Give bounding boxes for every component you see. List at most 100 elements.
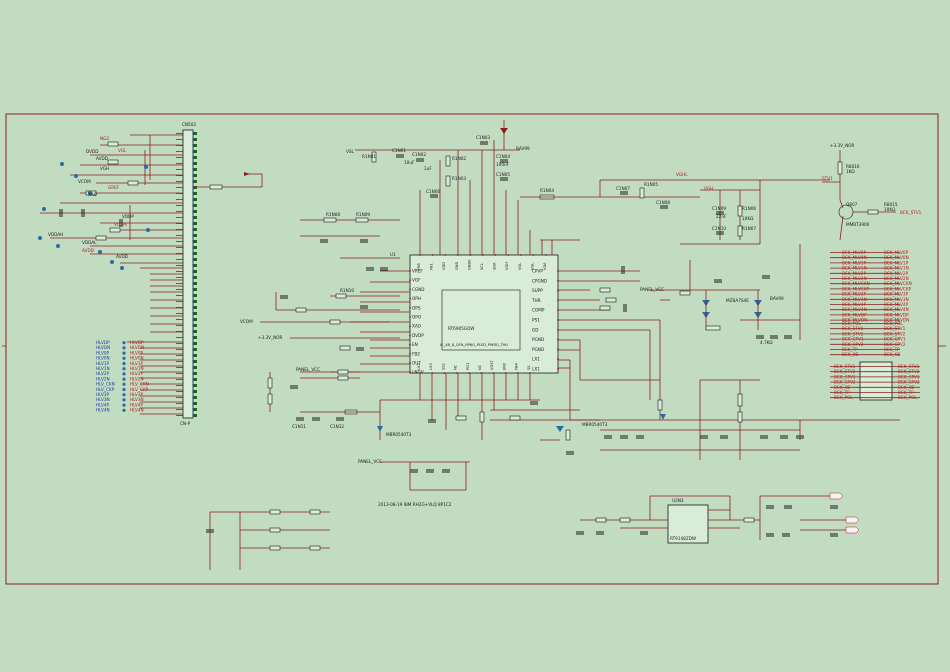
panel-vcc-label-3: PANEL_VCC (640, 287, 664, 292)
ic-pin-label: SUPP (532, 288, 543, 293)
lvds-net-label-right: HLV3P (130, 392, 144, 397)
ic-pin-label: SS (527, 365, 531, 370)
diode1-label: BAV99 (516, 146, 530, 151)
ic-pin-label: CGND (412, 287, 425, 292)
lvds-pad (122, 346, 126, 350)
rail-net: STV1 (822, 176, 833, 181)
connector-ref: CN502 (182, 122, 196, 127)
ic-pin-label: FB4 (515, 362, 519, 370)
ic-pin-label: LX1 (532, 357, 540, 362)
ic-pin-label: LX3 (429, 363, 433, 370)
lvds-net-label-left: HLV3P (96, 392, 110, 397)
ic-pin-label: EN2 (502, 363, 506, 370)
ic-pin (494, 254, 497, 256)
left-net-label: VCOM (114, 222, 127, 227)
lvds-net-label-left: HLV1N (96, 366, 110, 371)
connector-pin (193, 138, 197, 141)
bus-net-label-left: BCK_MLVDP (842, 312, 867, 317)
connector-pin (193, 270, 197, 273)
connector-pin (193, 372, 197, 375)
top-passives (355, 120, 830, 245)
mux-net-label-left: BCK_STV1 (834, 364, 856, 369)
connector-pin (193, 264, 197, 267)
ic-package: IC_48_8_QFN_RP6G_PLED_PWRG_THU (440, 343, 508, 347)
lvds-pad (122, 341, 126, 345)
ic-pin-label: PS1 (532, 318, 540, 323)
base-res-ref: R8015 (884, 202, 898, 207)
cap-ref: C1N12 (330, 424, 344, 429)
bus-net-label-right: BCK_MLV0P (884, 250, 909, 255)
connector-pin (193, 348, 197, 351)
connector-pin (193, 144, 197, 147)
transistor-q807: +3.3V_NOR R8016 1KΩ STV1 Q807 MMBT3906 R… (822, 143, 922, 241)
mux-net-label-left: BCK_OE (834, 385, 851, 390)
connector-pin (193, 216, 197, 219)
ic-pin (545, 254, 547, 256)
lvds-pad (122, 377, 126, 381)
res-ref: R1N05 (644, 182, 658, 187)
res-ref: R1N02 (452, 156, 466, 161)
connector-pin (193, 312, 197, 315)
ic-pin-label: SS2 (441, 363, 445, 370)
bus-net-label-right: BCK_MLV1P (884, 260, 909, 265)
left-net-label: AVDD (116, 254, 128, 259)
connector-pin (193, 186, 197, 189)
bus-net-label-right: BCK_MLV4P (884, 302, 909, 307)
mux-net-label-right: BCK_OE (898, 385, 915, 390)
bus-net-label-left: BCK_MLVCKN (842, 281, 870, 286)
lvds-net-label-right: HLV1N (130, 366, 144, 371)
left-net-label: VGL (118, 148, 127, 153)
ctrl-net-label-right: BCK_TP (884, 347, 900, 352)
rail-label: +3.3V_NOR (830, 143, 855, 148)
mux-net-label-left: BCK_CPV2 (834, 380, 856, 385)
connector-pin (193, 210, 197, 213)
mux-net-label-right: BCK_STV2 (898, 369, 920, 374)
left-net-label: AVDD (96, 156, 108, 161)
ic-pin (443, 372, 446, 374)
lvds-net-label-left: HLVDN (96, 345, 110, 350)
ic-pin-label: THR (531, 298, 541, 303)
bus-net-label-right: BCK_MLV2N (884, 276, 909, 281)
ic-pin (409, 306, 411, 309)
ic-pin (444, 254, 447, 256)
unit-label: 10KΩ (742, 216, 754, 221)
ctrl-net-label-left: BCK_OE (842, 352, 859, 357)
diode4-label: MBR0540T3 (582, 422, 608, 427)
connector-pin (193, 342, 197, 345)
ctrl-net-label-left: BCK_CPV2 (842, 342, 864, 347)
connector-pin (193, 198, 197, 201)
date-label: 2013-08-19 IBM RH2G+VLQ 8P1C2 (378, 502, 452, 507)
connector-left-wiring (40, 134, 183, 415)
ic-pin (409, 316, 411, 318)
lvds-net-label-right: HLV_CKN (130, 382, 149, 387)
ic-pin-label: SDA (493, 262, 497, 270)
lvds-pad (122, 351, 126, 355)
mux-resistor-array (859, 361, 893, 401)
charge-pump-block (599, 244, 801, 340)
mux-net-label-right: BCK_STV1 (898, 364, 920, 369)
connector-pin (193, 414, 197, 417)
rail-res-ref: R8016 (846, 164, 860, 169)
left-net-label: GREF (108, 185, 120, 190)
ic-pin (409, 279, 411, 282)
bus-net-label-right: BCK_MLV3N (884, 297, 909, 302)
lvds-net-label-left: HLV_CKP (96, 387, 115, 392)
ic-pin (557, 368, 559, 370)
vghl-label: VGHL (676, 172, 688, 177)
connector-right-wiring (193, 172, 263, 190)
ic-pin-label: VGH (505, 262, 509, 270)
ic-pin-label: DVDP (412, 333, 424, 338)
ic-pin (519, 254, 522, 256)
lvds-net-label-right: HLV_CKP (130, 387, 149, 392)
left-net-label: NG2 (100, 136, 109, 141)
connector-pin (193, 204, 197, 207)
lvds-pad (122, 398, 126, 402)
connector-footer: CN-P (180, 421, 191, 426)
connector-pin (193, 150, 197, 153)
left-passives (38, 141, 150, 270)
